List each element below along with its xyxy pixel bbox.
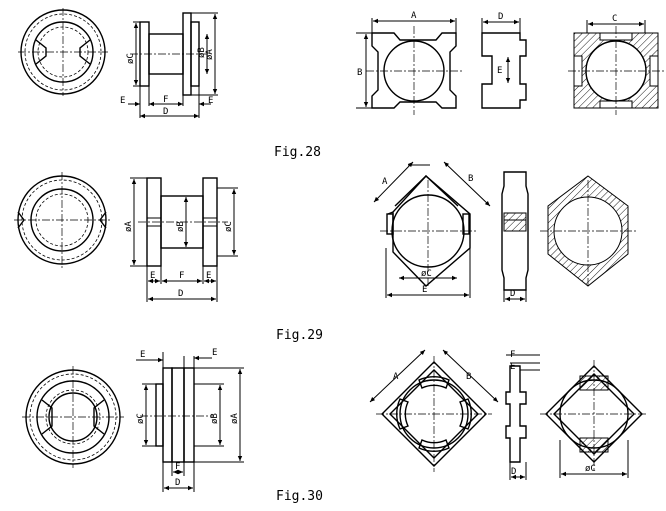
fig30-group: E E øC øB øA F D [22,348,648,504]
fig28-group: øC øB øA E F E D [18,8,664,160]
fig30-e-left-label: E [140,350,145,360]
fig28-b-label: B [357,68,362,78]
fig28-end-view [18,8,108,96]
fig30-dia-c-label: øC [136,413,146,424]
fig28-section-c-label: C [612,14,617,24]
fig30-edge-e-label: E [510,362,515,372]
fig28-caption: Fig.28 [274,145,321,160]
fig30-f-label: F [175,462,180,472]
fig28-dia-a-label: øA [205,49,215,60]
fig29-dia-c-label-front: øC [421,269,432,279]
fig29-dia-b-label: øB [176,221,186,232]
fig28-front-view: A B [356,11,462,115]
fig29-edge-view: D [501,171,529,302]
fig30-section-dia-c-label: øC [585,464,596,474]
fig29-front-view: A B øC E [373,161,491,298]
fig30-section-view: øC [540,360,648,478]
fig28-dia-c-label: øC [126,53,136,64]
fig29-dia-c-label: øC [224,221,234,232]
fig30-side-view: E E øC øB øA F D [136,348,244,492]
fig30-e-right-label: E [212,348,217,358]
fig30-d-label: D [175,478,180,488]
fig29-a-label: A [382,177,388,187]
fig29-group: øA øB øC E F E D [14,161,636,343]
fig28-edge-view: D E [481,12,527,109]
fig28-side-view: øC øB øA E F E D [120,12,218,119]
fig30-edge-f-label: F [510,350,515,360]
fig29-f-label: F [179,271,184,281]
fig30-caption: Fig.30 [276,489,323,504]
fig29-d-label: D [178,289,183,299]
fig29-e-left-label: E [150,271,155,281]
fig30-dia-b-label: øB [210,413,220,424]
fig28-edge-d-label: D [498,12,503,22]
fig28-edge-e-label: E [497,66,502,76]
fig29-e-label-front: E [422,285,427,295]
fig28-f-label: F [163,95,168,105]
fig29-b-label: B [468,174,473,184]
fig30-edge-view: F E D [505,350,540,480]
fig30-b-label: B [466,372,471,382]
fig30-end-view [22,366,124,468]
fig30-a-label: A [393,372,399,382]
fig30-dia-a-label: øA [230,413,240,424]
fig28-e-left-label: E [120,96,125,106]
fig28-e-right-label: E [208,96,213,106]
fig29-e-right-label: E [206,271,211,281]
fig29-caption: Fig.29 [276,328,323,343]
fig29-section-view [540,175,636,287]
fig28-dia-b-label: øB [197,47,207,58]
fig29-side-view: øA øB øC E F E D [124,177,238,302]
fig29-end-view [14,172,110,268]
fig28-d-label: D [163,107,168,117]
fig28-a-label: A [411,11,417,21]
fig29-edge-d-label: D [510,289,515,299]
fig30-edge-d-label: D [511,467,516,477]
fig28-section-view: C [568,14,664,115]
fig29-dia-a-label: øA [124,221,134,232]
fig30-front-view: A B [369,349,499,472]
